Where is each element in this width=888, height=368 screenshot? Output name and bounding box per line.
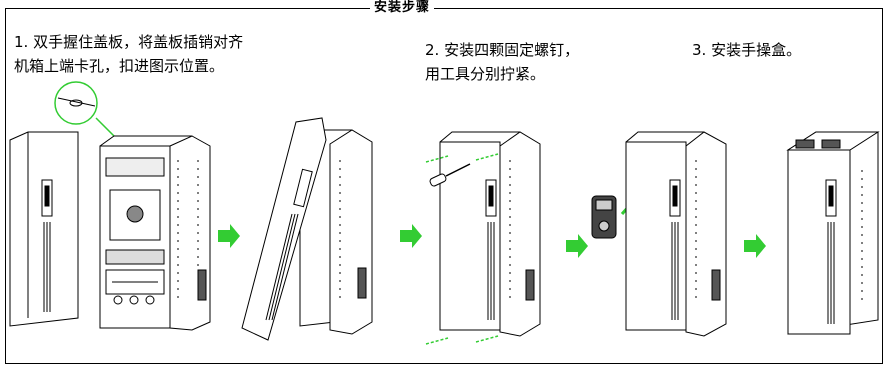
arrow-1	[218, 224, 240, 248]
screws	[425, 153, 499, 345]
keypad-icon	[591, 195, 617, 239]
step-2-text: 2. 安装四颗固定螺钉， 用工具分别拧紧。	[425, 41, 580, 83]
arrow-3	[566, 234, 588, 258]
cover-panel	[9, 131, 79, 327]
step-1-text: 1. 双手握住盖板，将盖板插销对齐 机箱上端卡孔，扣进图示位置。	[14, 33, 244, 75]
cabinet-stage-3	[439, 131, 541, 337]
screwdriver-icon	[429, 163, 471, 187]
arrow-2	[400, 224, 422, 248]
cover-tilting	[241, 117, 327, 341]
diagram-title: 安装步骤	[370, 0, 435, 15]
cabinet-stage-4	[625, 131, 727, 337]
step-3-text: 3. 安装手操盒。	[692, 41, 802, 59]
open-cabinet	[99, 135, 211, 331]
arrow-4	[744, 234, 766, 258]
cabinet-final	[786, 131, 880, 335]
diagram-frame	[5, 8, 883, 364]
